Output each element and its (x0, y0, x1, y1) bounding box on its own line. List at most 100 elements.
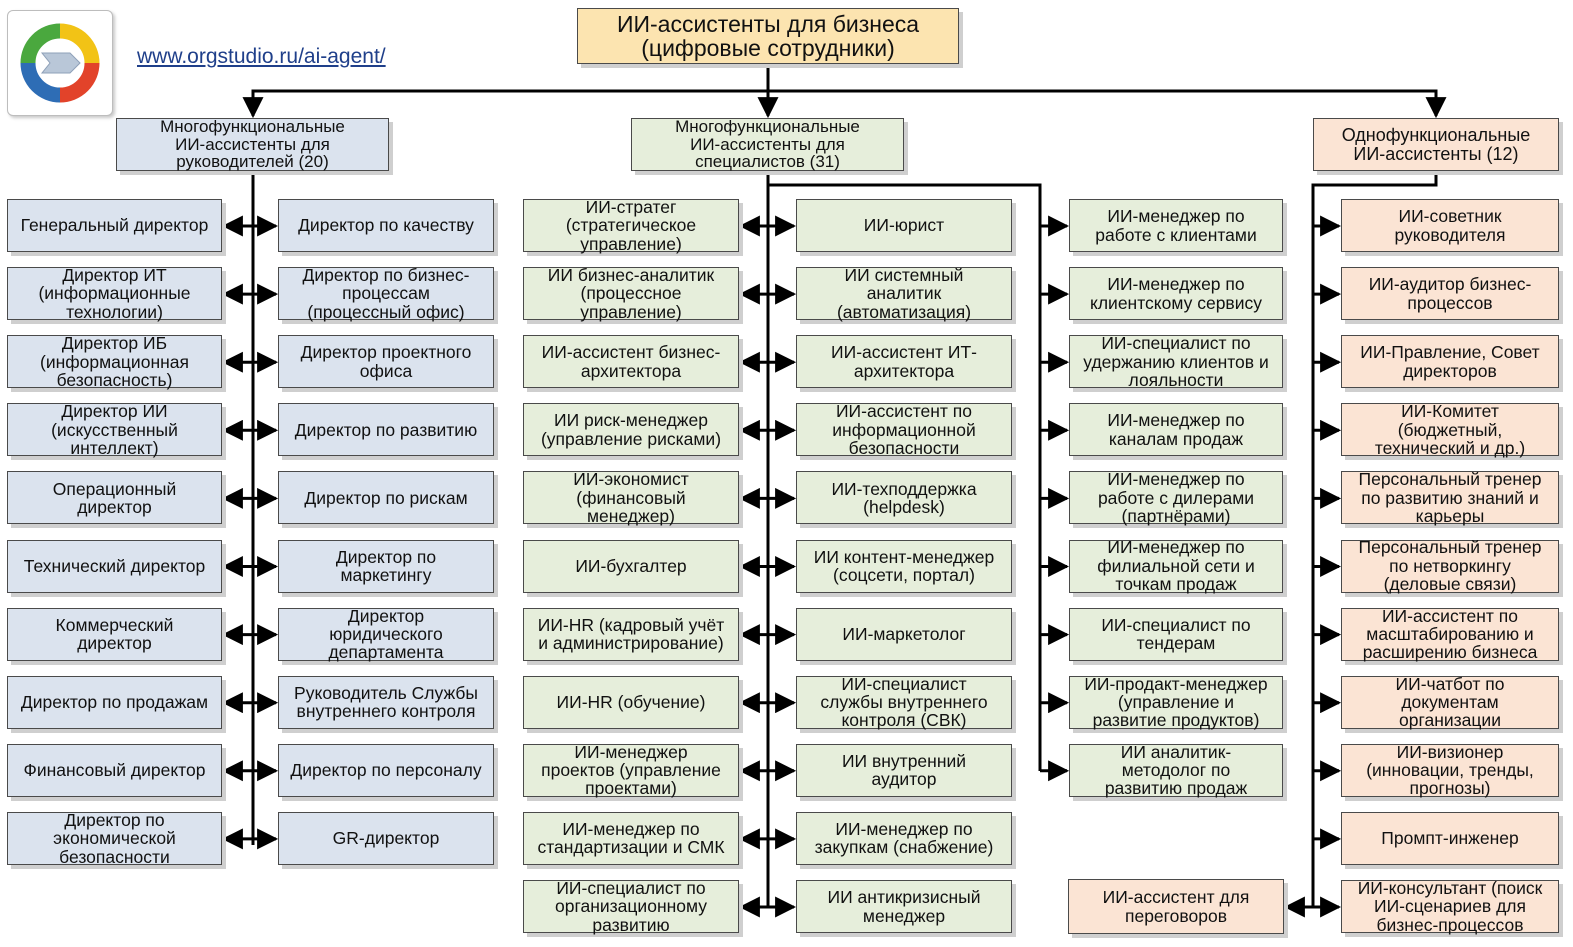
specialist-col2-item: ИИ внутренний аудитор (796, 743, 1012, 797)
specialist-col2-item-label: ИИ контент-менеджер (соцсети, портал) (813, 546, 995, 585)
specialist-col2-item-label: ИИ системный аналитик (автоматизация) (836, 265, 972, 322)
single-item-label: ИИ-Правление, Совет директоров (1360, 342, 1540, 381)
specialist-col2-item: ИИ контент-менеджер (соцсети, портал) (796, 539, 1012, 593)
category-single-label: Однофункциональные ИИ-ассистенты (12) (1341, 124, 1531, 164)
manager-right-item-label: Директор по бизнес- процессам (процессны… (302, 265, 470, 322)
root-to-managers-arrow (242, 89, 768, 119)
manager-right-item-label: Руководитель Службы внутреннего контроля (294, 682, 478, 722)
specialist-col1-item-label: ИИ-стратег (стратегическое управление) (565, 196, 697, 254)
specialist-col1-item-label: ИИ риск-менеджер (управление рисками) (540, 410, 722, 449)
single-item: ИИ-Комитет (бюджетный, технический и др.… (1341, 401, 1559, 458)
specialist-col1-item: ИИ риск-менеджер (управление рисками) (523, 403, 739, 457)
specialist-col2-item-label: ИИ антикризисный менеджер (827, 887, 981, 926)
single-item: Промпт-инженер (1341, 811, 1559, 865)
single-item-label: Персональный тренер по развитию знаний и… (1358, 469, 1542, 527)
manager-right-item-label: Директор по качеству (298, 215, 474, 236)
specialists-branch-line (768, 183, 1042, 771)
manager-right-item-label: Директор по рискам (304, 487, 468, 508)
manager-right-item: Руководитель Службы внутреннего контроля (278, 675, 494, 729)
specialist-col2-item-label: ИИ-техподдержка (helpdesk) (831, 478, 977, 517)
root-title-text: ИИ-ассистенты для бизнеса (цифровые сотр… (616, 10, 920, 61)
manager-right-item: Директор проектного офиса (278, 335, 494, 389)
single-item-label: ИИ-советник руководителя (1394, 206, 1506, 245)
specialist-col3-item: ИИ-менеджер по клиентскому сервису (1069, 267, 1283, 321)
manager-left-item: Коммерческий директор (7, 607, 222, 661)
manager-right-item-label: Директор по развитию (294, 419, 478, 440)
category-managers: Многофункциональные ИИ-ассистенты для ру… (116, 116, 389, 172)
manager-right-item: Директор по развитию (278, 403, 494, 457)
manager-right-item-label: Директор юридического департамента (328, 605, 444, 663)
manager-right-item-label: Директор проектного офиса (300, 342, 472, 381)
specialist-col1-item-label: ИИ-бухгалтер (575, 555, 687, 576)
single-item-label: ИИ-чатбот по документам организации (1395, 673, 1505, 731)
single-item: ИИ-визионер (инновации, тренды, прогнозы… (1341, 741, 1559, 799)
specialist-col2-item: ИИ антикризисный менеджер (796, 880, 1012, 933)
specialist-col2-item: ИИ-маркетолог (796, 607, 1012, 661)
manager-left-item-label: Директор ИТ (информационные технологии) (38, 265, 191, 322)
specialist-col2-item-label: ИИ-юрист (863, 215, 945, 236)
specialist-col3-item: ИИ-специалист по тендерам (1069, 607, 1283, 661)
root-title: ИИ-ассистенты для бизнеса (цифровые сотр… (577, 8, 959, 64)
specialist-col1-item-label: ИИ бизнес-аналитик (процессное управлени… (547, 265, 715, 322)
single-item-label: ИИ-ассистент по масштабированию и расшир… (1362, 605, 1538, 663)
specialist-col3-item-label: ИИ-менеджер по филиальной сети и точкам … (1097, 537, 1255, 595)
single-item-label: ИИ-визионер (инновации, тренды, прогнозы… (1366, 741, 1534, 799)
specialist-col3-item-label: ИИ аналитик- методолог по развитию прода… (1104, 741, 1248, 799)
specialist-col2-item-label: ИИ-ассистент ИТ- архитектора (831, 342, 977, 381)
manager-left-item-label: Коммерческий директор (55, 614, 174, 654)
single-item: Персональный тренер по развитию знаний и… (1341, 469, 1559, 527)
specialist-col2-item: ИИ-ассистент ИТ- архитектора (796, 335, 1012, 389)
specialist-col2-item-label: ИИ-специалист службы внутреннего контрол… (820, 673, 988, 731)
specialist-col2-item: ИИ-ассистент по информационной безопасно… (796, 401, 1012, 458)
category-single: Однофункциональные ИИ-ассистенты (12) (1313, 118, 1559, 171)
specialist-col3-item: ИИ-менеджер по работе с дилерами (партнё… (1069, 469, 1283, 527)
manager-right-item-label: Директор по персоналу (290, 760, 482, 781)
single-item-label: ИИ-консультант (поиск ИИ-сценариев для б… (1357, 877, 1543, 935)
single-extra-item-label: ИИ-ассистент для переговоров (1102, 887, 1250, 926)
specialist-col1-item: ИИ-стратег (стратегическое управление) (523, 196, 739, 254)
specialist-col2-item: ИИ-специалист службы внутреннего контрол… (796, 673, 1012, 731)
specialist-col1-item: ИИ-менеджер по стандартизации и СМК (523, 811, 739, 865)
specialist-col2-item-label: ИИ внутренний аудитор (841, 750, 967, 790)
specialist-col3-item-label: ИИ-менеджер по работе с дилерами (партнё… (1097, 469, 1255, 527)
single-trunk-line (1311, 171, 1438, 907)
manager-right-item: Директор по персоналу (278, 743, 494, 797)
manager-left-item-label: Директор по продажам (20, 692, 209, 712)
manager-left-item: Генеральный директор (7, 199, 222, 252)
specialist-col1-item-label: ИИ-HR (кадровый учёт и администрирование… (537, 614, 725, 654)
website-link[interactable]: www.orgstudio.ru/ai-agent/ (137, 45, 386, 68)
specialist-col2-item: ИИ системный аналитик (автоматизация) (796, 265, 1012, 322)
specialist-col3-item-label: ИИ-специалист по удержанию клиентов и ло… (1083, 333, 1269, 390)
specialist-col3-item: ИИ аналитик- методолог по развитию прода… (1069, 741, 1283, 799)
root-to-single-arrow (768, 89, 1447, 119)
manager-left-item-label: Операционный директор (52, 478, 177, 517)
manager-left-item: Технический директор (7, 539, 222, 593)
manager-left-item-label: Директор ИБ (информационная безопасность… (40, 333, 189, 390)
manager-right-item-label: Директор по маркетингу (335, 546, 437, 585)
specialist-col2-item-label: ИИ-менеджер по закупкам (снабжение) (814, 819, 994, 858)
manager-left-item-label: Технический директор (23, 555, 206, 576)
logo-segment-blue (20, 62, 61, 103)
specialist-col1-item: ИИ-ассистент бизнес- архитектора (523, 335, 739, 389)
orgstudio-logo (7, 10, 113, 116)
single-item-label: ИИ-Комитет (бюджетный, технический и др.… (1374, 401, 1526, 458)
specialist-col3-item-label: ИИ-менеджер по каналам продаж (1107, 410, 1245, 449)
specialist-col3-item-label: ИИ-менеджер по клиентскому сервису (1089, 274, 1263, 313)
manager-left-item-label: Директор по экономической безопасности (53, 809, 176, 867)
specialist-col1-item-label: ИИ-экономист (финансовый менеджер) (573, 469, 689, 527)
manager-left-item: Директор ИБ (информационная безопасность… (7, 333, 222, 390)
single-extra-item: ИИ-ассистент для переговоров (1068, 879, 1284, 934)
manager-right-item: Директор по маркетингу (278, 539, 494, 593)
logo-segment-red (59, 62, 100, 103)
category-managers-label: Многофункциональные ИИ-ассистенты для ру… (160, 116, 345, 172)
specialist-col1-item: ИИ-менеджер проектов (управление проекта… (523, 743, 739, 798)
single-item: ИИ-Правление, Совет директоров (1341, 335, 1559, 389)
single-item: Персональный тренер по нетворкингу (дело… (1341, 538, 1559, 593)
specialist-col3-item-label: ИИ-продакт-менеджер (управление и развит… (1084, 673, 1268, 731)
specialist-col2-item-label: ИИ-ассистент по информационной безопасно… (832, 401, 976, 458)
manager-left-item: Директор ИИ (искусственный интеллект) (7, 402, 222, 457)
manager-right-item: Директор юридического департамента (278, 605, 494, 663)
single-item-label: Промпт-инженер (1381, 828, 1519, 849)
manager-left-item: Директор ИТ (информационные технологии) (7, 265, 222, 322)
single-item: ИИ-чатбот по документам организации (1341, 673, 1559, 731)
